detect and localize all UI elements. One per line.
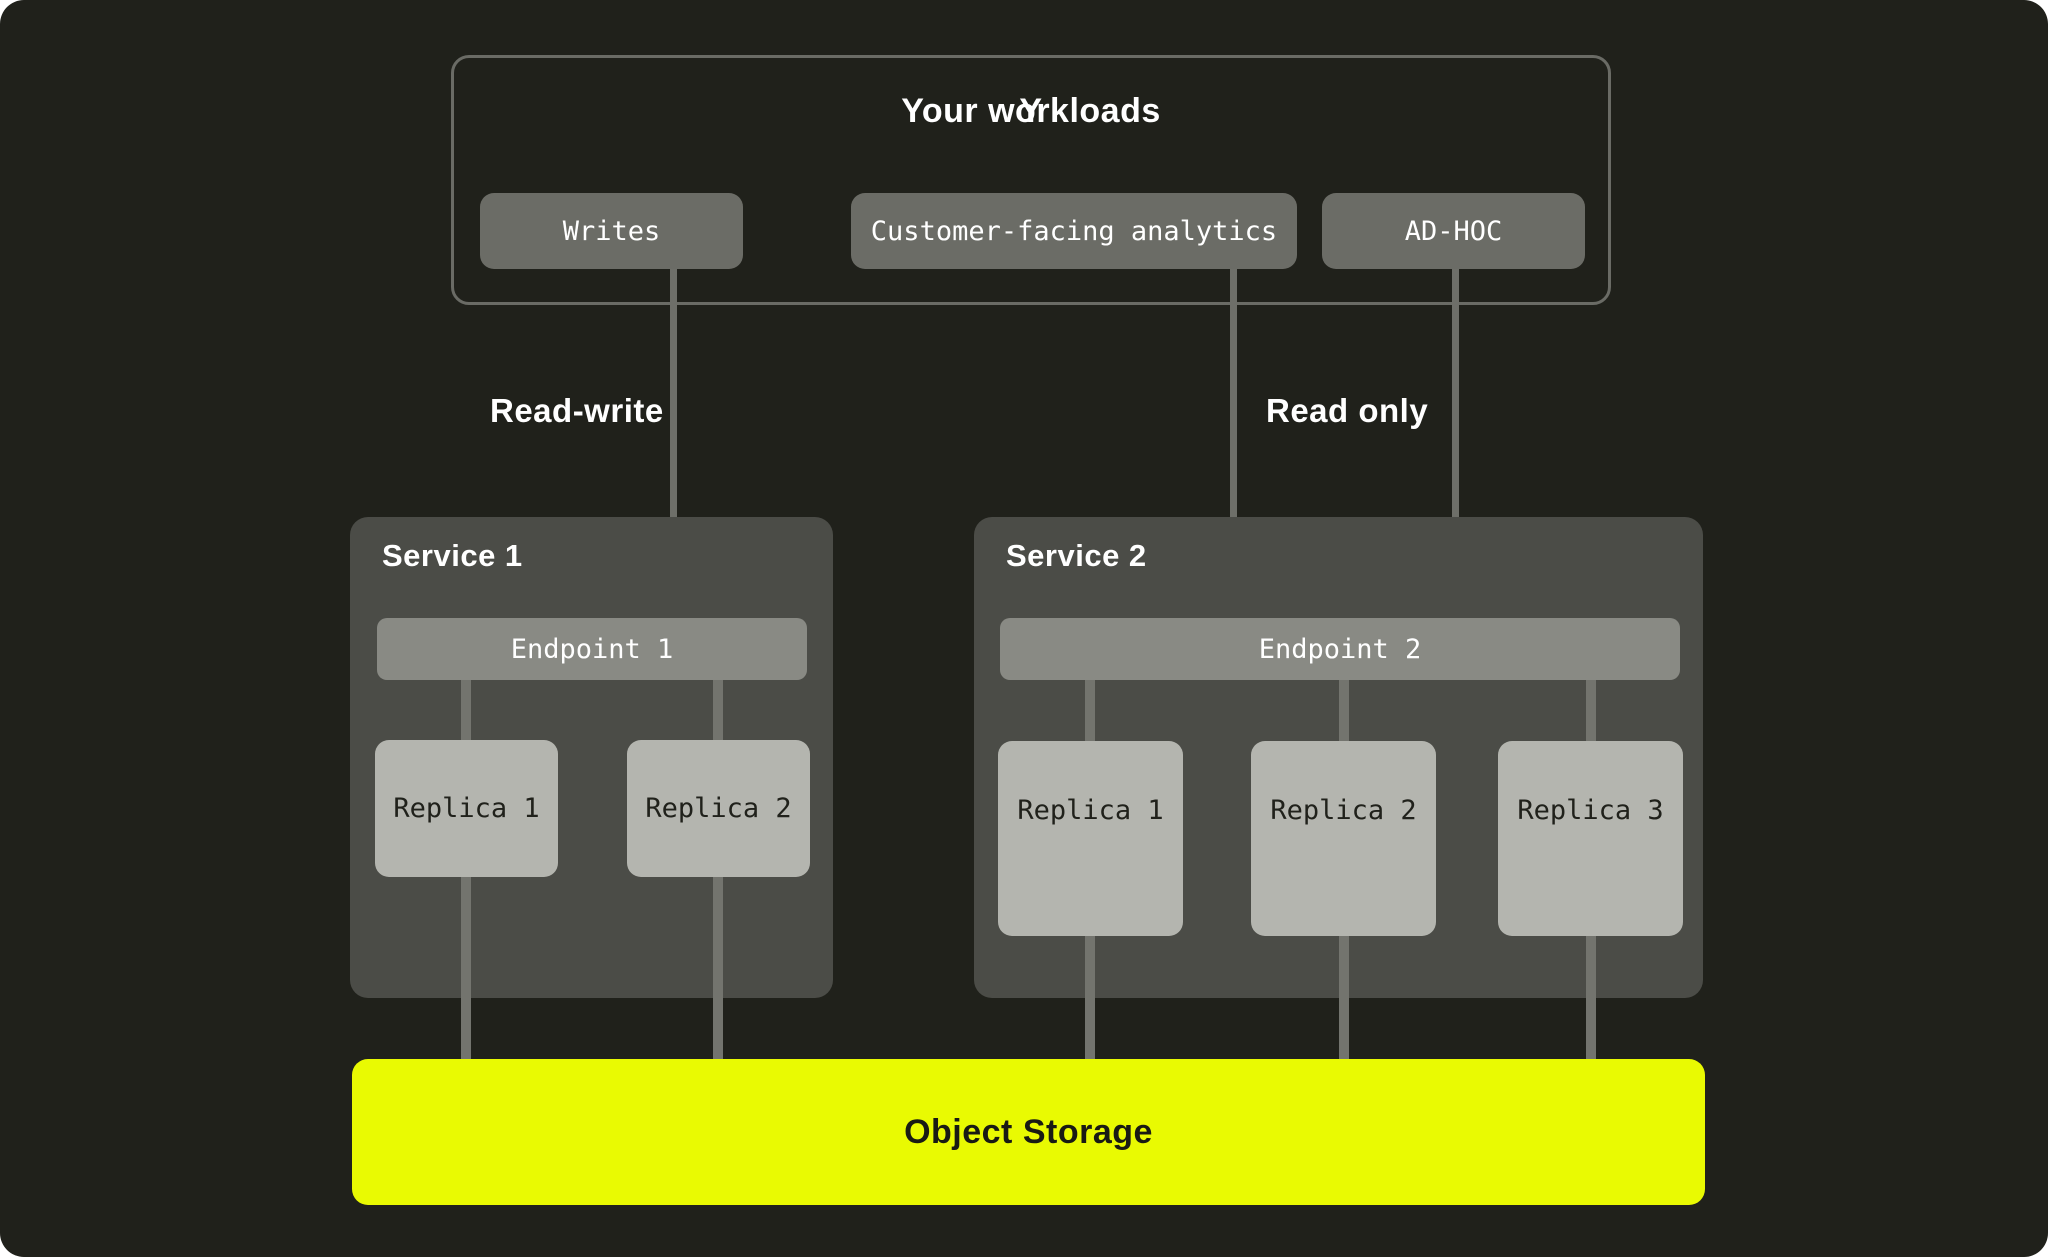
read-only-label: Read only [1266, 392, 1429, 429]
service-2-title: Service 2 [1006, 538, 1147, 573]
workloads-title: Your workloads [901, 92, 1161, 130]
arrow-analytics-line [1230, 269, 1237, 594]
arrow-adhoc-line [1452, 269, 1459, 594]
workload-chip-adhoc: AD-HOC [1322, 193, 1585, 269]
service-2-replica-3: Replica 3 [1498, 741, 1683, 936]
replica-label: Replica 1 [393, 793, 540, 824]
service-2-replica-1: Replica 1 [998, 741, 1183, 936]
workload-chip-analytics: Customer-facing analytics [851, 193, 1297, 269]
replica-label: Replica 1 [1017, 795, 1164, 826]
replica-label: Replica 3 [1517, 795, 1664, 826]
workload-chip-writes: Writes [480, 193, 743, 269]
workload-chip-label: Customer-facing analytics [870, 215, 1278, 247]
service-1-title: Service 1 [382, 538, 523, 573]
workload-chip-label: AD-HOC [1404, 215, 1503, 247]
workload-chip-label: Writes [562, 215, 661, 247]
endpoint-1-bar: Endpoint 1 [377, 618, 807, 680]
workloads-group-box [451, 55, 1611, 305]
arrow-writes-line [670, 269, 677, 594]
endpoint-2-label: Endpoint 2 [1258, 633, 1422, 665]
workloads-title: Y [1019, 92, 1043, 130]
object-storage-bar: Object Storage [352, 1059, 1705, 1205]
endpoint-1-label: Endpoint 1 [510, 633, 674, 665]
endpoint-2-bar: Endpoint 2 [1000, 618, 1680, 680]
service-1-replica-1: Replica 1 [375, 740, 558, 877]
replica-label: Replica 2 [1270, 795, 1417, 826]
replica-label: Replica 2 [645, 793, 792, 824]
service-2-replica-2: Replica 2 [1251, 741, 1436, 936]
object-storage-label: Object Storage [904, 1112, 1153, 1151]
service-1-replica-2: Replica 2 [627, 740, 810, 877]
read-write-label: Read-write [490, 392, 664, 429]
